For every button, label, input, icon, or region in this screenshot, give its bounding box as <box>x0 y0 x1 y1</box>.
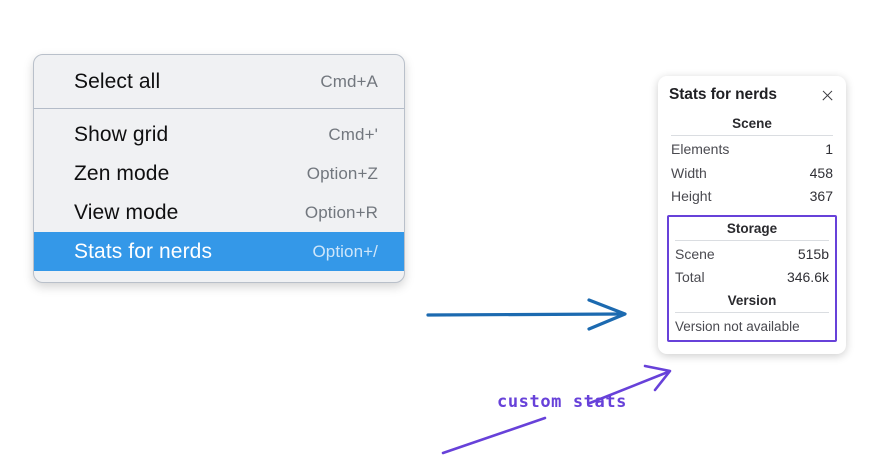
menu-item-stats-for-nerds[interactable]: Stats for nerds Option+/ <box>34 232 404 271</box>
table-row: Height 367 <box>669 185 835 209</box>
menu-item-shortcut: Option+R <box>304 202 378 222</box>
section-divider <box>675 311 829 313</box>
close-icon[interactable] <box>820 88 835 103</box>
stat-value: 346.6k <box>786 269 829 285</box>
menu-item-label: Stats for nerds <box>74 239 213 263</box>
menu-group-1: Select all Cmd+A <box>34 62 404 101</box>
blue-arrow-icon <box>426 298 627 331</box>
menu-item-label: View mode <box>74 200 179 224</box>
menu-item-zen-mode[interactable]: Zen mode Option+Z <box>34 154 404 193</box>
menu-item-shortcut: Cmd+A <box>320 71 378 91</box>
stat-label: Width <box>671 164 707 181</box>
menu-item-label: Zen mode <box>74 161 170 185</box>
menu-item-show-grid[interactable]: Show grid Cmd+' <box>34 115 404 154</box>
menu-group-2: Show grid Cmd+' Zen mode Option+Z View m… <box>34 115 404 271</box>
menu-item-shortcut: Option+Z <box>306 163 378 183</box>
table-row: Elements 1 <box>669 138 835 162</box>
menu-item-select-all[interactable]: Select all Cmd+A <box>34 62 404 101</box>
menu-item-view-mode[interactable]: View mode Option+R <box>34 193 404 232</box>
version-section-heading: Version <box>727 292 777 308</box>
stat-label: Height <box>671 188 712 204</box>
section-divider <box>671 135 833 136</box>
version-note: Version not available <box>675 318 800 334</box>
stat-label: Scene <box>675 245 715 262</box>
table-row: Width 458 <box>669 162 835 186</box>
stat-label: Total <box>675 269 705 285</box>
stat-value: 367 <box>809 188 833 204</box>
custom-stats-highlight-box: Storage Scene 515b Total 346.6k Version … <box>667 214 837 342</box>
menu-item-shortcut: Option+/ <box>312 241 378 261</box>
scene-section: Scene Elements 1 Width 458 Height 367 <box>669 113 835 209</box>
stat-value: 1 <box>825 141 833 157</box>
stat-value: 515b <box>797 245 829 262</box>
panel-header: Stats for nerds <box>669 86 835 104</box>
scene-section-heading: Scene <box>732 116 772 131</box>
purple-underline-stroke <box>441 416 547 455</box>
stat-label: Elements <box>671 141 730 157</box>
table-row: Total 346.6k <box>673 266 831 290</box>
section-divider <box>675 239 829 241</box>
version-section: Version Version not available <box>673 290 831 336</box>
context-menu[interactable]: Select all Cmd+A Show grid Cmd+' Zen mod… <box>33 54 405 283</box>
menu-item-label: Select all <box>74 69 161 93</box>
stats-for-nerds-panel: Stats for nerds Scene Elements 1 Width 4… <box>658 76 846 354</box>
table-row: Scene 515b <box>673 243 831 267</box>
storage-section: Storage Scene 515b Total 346.6k <box>673 218 831 290</box>
menu-item-shortcut: Cmd+' <box>328 124 378 144</box>
menu-separator <box>34 108 404 109</box>
storage-section-heading: Storage <box>726 220 778 236</box>
panel-title: Stats for nerds <box>669 86 777 103</box>
stat-value: 458 <box>809 164 833 181</box>
custom-stats-annotation-label: custom stats <box>497 392 628 412</box>
menu-item-label: Show grid <box>74 122 169 146</box>
